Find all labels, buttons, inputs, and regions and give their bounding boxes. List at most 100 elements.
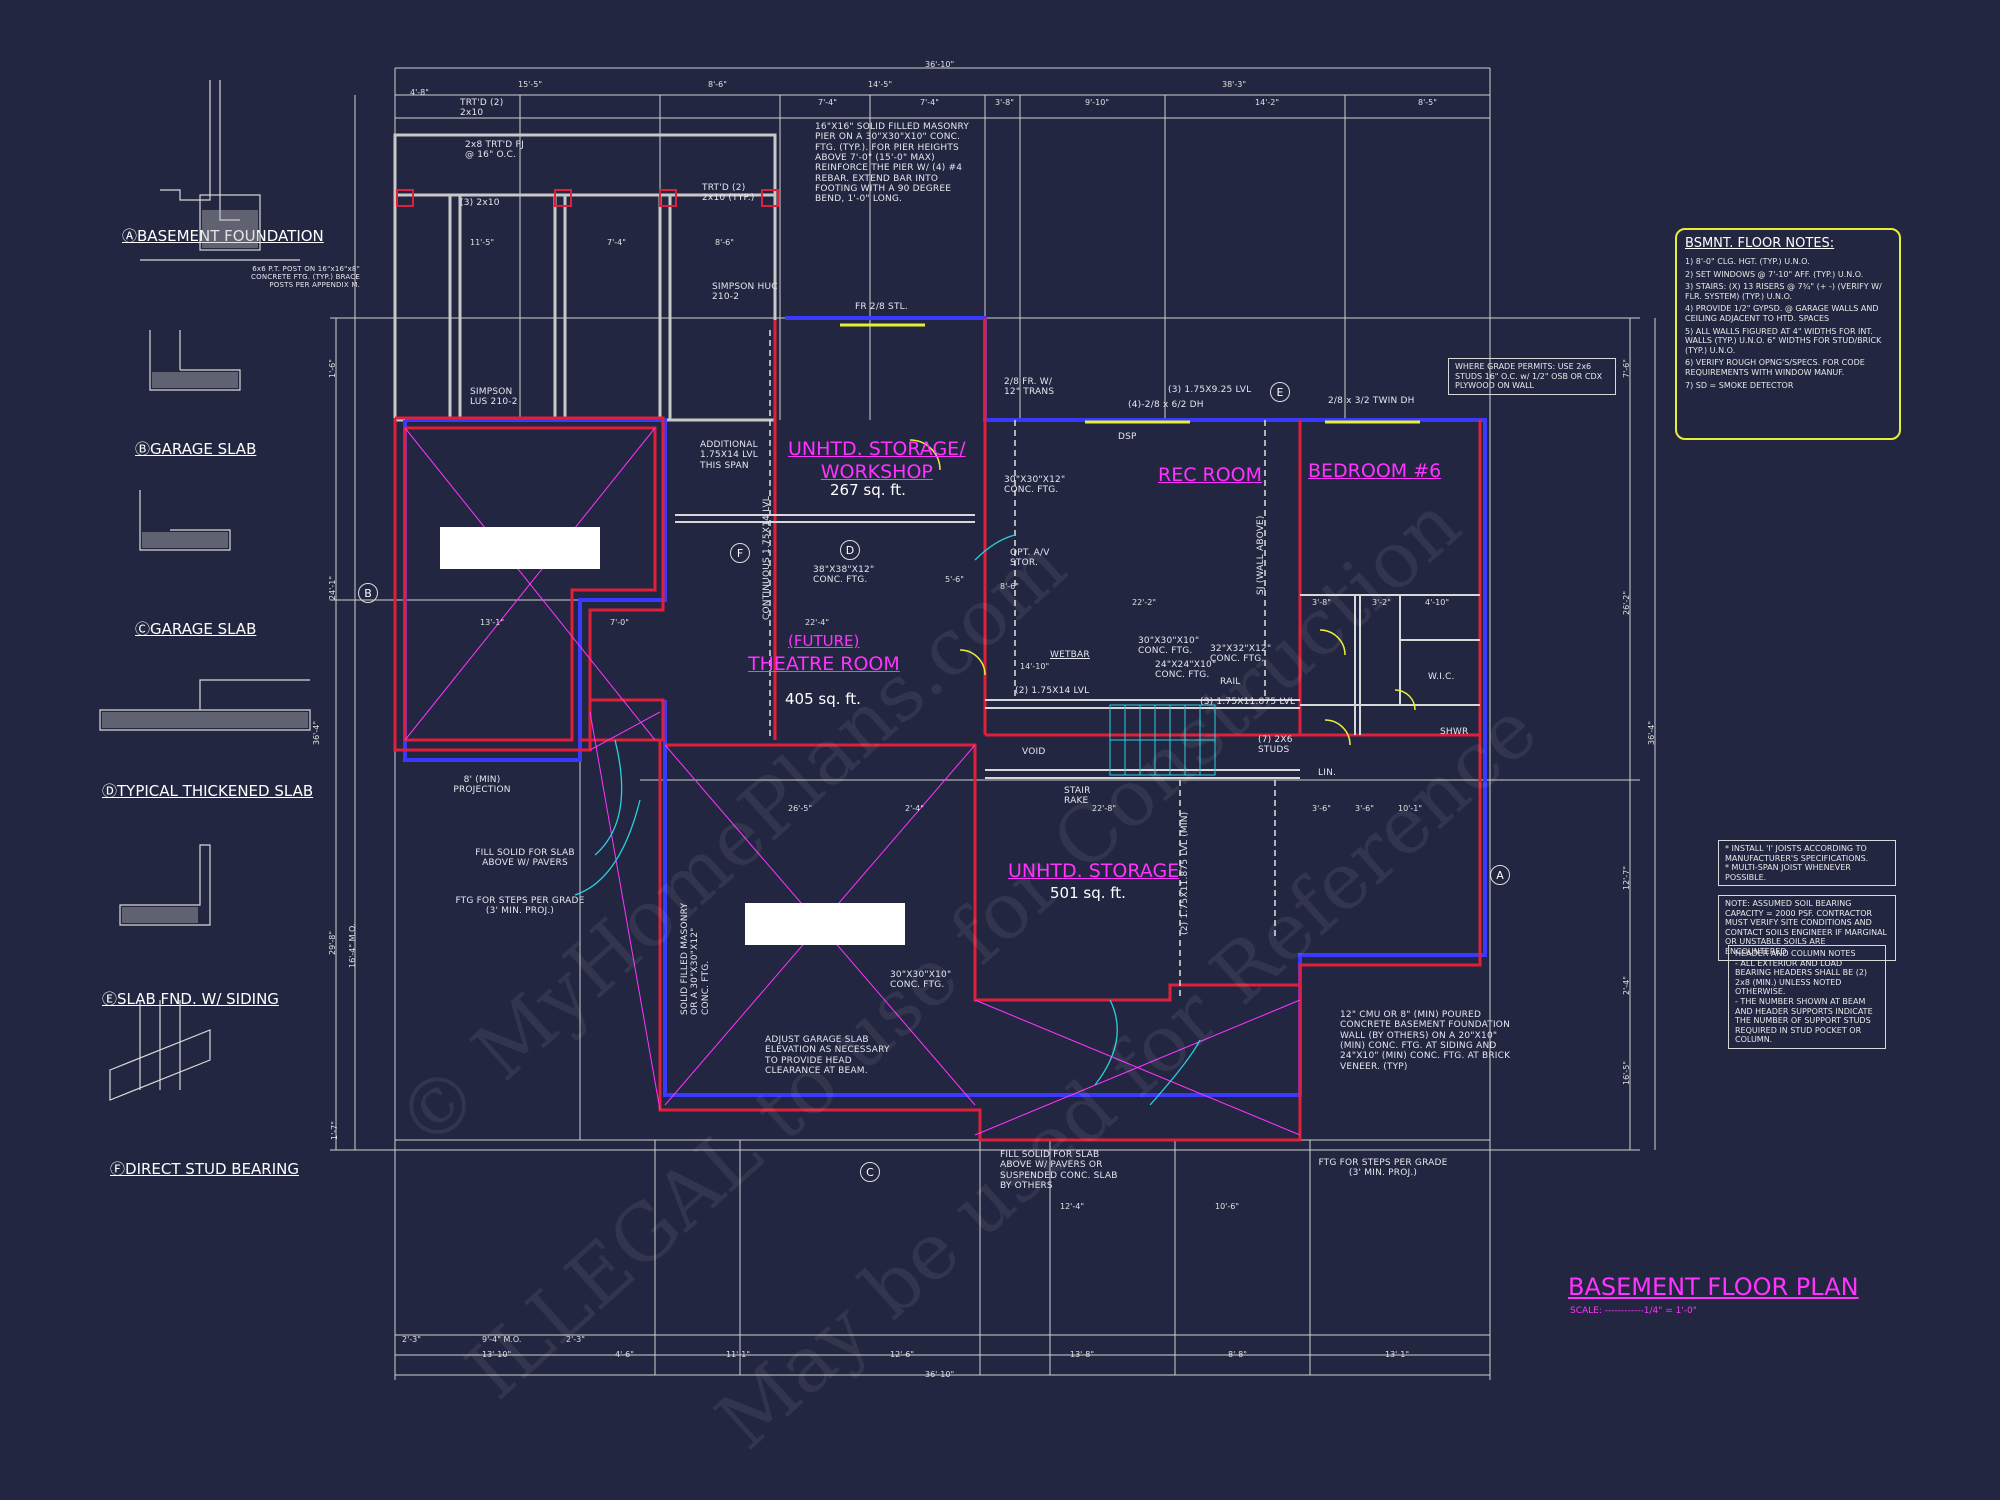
dim-right: 12'-7": [1622, 865, 1631, 890]
dim-right: 7'-6": [1622, 359, 1631, 378]
grid-bubble-e: E: [1270, 382, 1290, 402]
ftg-38-note: 38"X38"X12" CONC. FTG.: [813, 565, 875, 586]
sj-label: SJ (WALL ABOVE): [1256, 515, 1266, 595]
lvl-1: (3) 1.75X9.25 LVL: [1168, 385, 1252, 395]
dim-interior: 22'-4": [805, 618, 830, 627]
lvl-4: (2) 1.75X11.875 LVL (MIN): [1180, 811, 1190, 935]
dim-interior: 5'-6": [945, 575, 964, 584]
header-column-notes: HEADER AND COLUMN NOTES - ALL EXTERIOR A…: [1728, 945, 1886, 1049]
dsp-label: DSP: [1118, 432, 1137, 442]
ftg-32-note: 32"X32"X12" CONC. FTG.: [1210, 644, 1272, 665]
wic-label: W.I.C.: [1428, 672, 1455, 682]
note-item: 6) VERIFY ROUGH OPNG'S/SPECS. FOR CODE R…: [1685, 358, 1865, 377]
dim-bottom-5: 8'-8": [1228, 1350, 1247, 1359]
dim-interior: 12'-4": [1060, 1202, 1085, 1211]
room-theatre-area: 405 sq. ft.: [785, 690, 861, 708]
window-label-2: (4)-2/8 x 6/2 DH: [1128, 400, 1204, 410]
dim-bottom-2: 11'-1": [726, 1350, 751, 1359]
ftg-30c-note: 30"X30"X10" CONC. FTG.: [890, 970, 952, 991]
door-swings: [909, 439, 1416, 746]
dim-top-r2-3: 3'-8": [995, 98, 1014, 107]
lvl-3: (2) 1.75X14 LVL: [1015, 686, 1090, 696]
room-bedroom6: BEDROOM #6: [1308, 460, 1442, 482]
simpson-lus-note: SIMPSON LUS 210-2: [470, 387, 518, 408]
dim-interior: 3'-6": [1355, 804, 1374, 813]
dim-top-r2-4: 9'-10": [1085, 98, 1110, 107]
dim-left: 1'-7": [330, 1121, 339, 1140]
dim-interior: 8'-6": [715, 238, 734, 247]
dim-bottom-r2-4: 13'-10": [482, 1350, 512, 1359]
dim-left: 16'-4" M.O.: [348, 923, 357, 968]
room-rec-room: REC ROOM: [1158, 464, 1263, 486]
dim-bottom-overall: 36'-10": [925, 1370, 955, 1379]
pier-note: 16"X16" SOLID FILLED MASONRY PIER ON A 3…: [815, 122, 970, 205]
dim-interior: 10'-1": [1398, 804, 1423, 813]
dim-interior: 14'-10": [1020, 662, 1050, 671]
ftg-24-note: 24"X24"X10" CONC. FTG.: [1155, 660, 1217, 681]
dim-top-1: 4'-8": [410, 88, 429, 97]
ftg-30-note: 30"X30"X12" CONC. FTG.: [1004, 475, 1066, 496]
note-item: 2) SET WINDOWS @ 7'-10" AFF. (TYP.) U.N.…: [1685, 269, 1864, 279]
dim-interior: 2'-4": [905, 804, 924, 813]
dim-left: 1'-6": [328, 359, 337, 378]
trtd-label-3: TRT'D (2) 2x10 (TYP.): [702, 183, 755, 204]
window-label-3: 2/8 x 3/2 TWIN DH: [1328, 396, 1415, 406]
dim-interior: 3'-2": [1372, 598, 1391, 607]
detail-a-title: ⒶBASEMENT FOUNDATION: [122, 227, 324, 245]
dim-bottom-4: 13'-8": [1070, 1350, 1095, 1359]
detail-b-title: ⒷGARAGE SLAB: [135, 440, 257, 458]
shwr-label: SHWR: [1440, 727, 1469, 737]
studs-label: (7) 2X6 STUDS: [1258, 735, 1293, 756]
transom-label: 2/8 FR. W/ 12" TRANS: [1004, 377, 1055, 398]
dim-interior: 13'-1": [480, 618, 505, 627]
dim-interior: 26'-5": [788, 804, 813, 813]
stairs: [1109, 704, 1216, 776]
ftg-30b-note: 30"X30"X10" CONC. FTG.: [1138, 636, 1200, 657]
lin-label: LIN.: [1318, 768, 1337, 778]
stair-rake-label: STAIR RAKE: [1064, 786, 1091, 807]
dim-interior: 7'-0": [610, 618, 629, 627]
dim-interior: 10'-6": [1215, 1202, 1240, 1211]
dim-interior: 22'-8": [1092, 804, 1117, 813]
room-unhtd-storage-area: 501 sq. ft.: [1050, 884, 1126, 902]
wetbar-label: WETBAR: [1050, 650, 1090, 660]
projection-note: 8' (MIN) PROJECTION: [453, 775, 511, 796]
adjust-slab-note: ADJUST GARAGE SLAB ELEVATION AS NECESSAR…: [765, 1035, 890, 1077]
windows: [840, 323, 1420, 424]
opt-av-label: OPT. A/V STOR.: [1010, 548, 1050, 569]
dim-interior: 4'-10": [1425, 598, 1450, 607]
redacted-block-2: [745, 903, 905, 945]
dim-top-r2-2: 7'-4": [920, 98, 939, 107]
beams-dashed: [769, 330, 1276, 1000]
detail-d-title: ⒹTYPICAL THICKENED SLAB: [102, 782, 314, 800]
dim-top-r2-6: 8'-5": [1418, 98, 1437, 107]
trtd-label-2: 2x8 TRT'D PJ @ 16" O.C.: [465, 140, 524, 161]
detail-e-title: ⒺSLAB FND. W/ SIDING: [102, 990, 279, 1008]
room-storage-workshop-area: 267 sq. ft.: [830, 481, 906, 499]
dim-interior: 11'-5": [470, 238, 495, 247]
dim-interior: 22'-2": [1132, 598, 1157, 607]
room-storage-workshop: UNHTD. STORAGE/ WORKSHOP: [788, 438, 966, 483]
room-theatre: THEATRE ROOM: [748, 653, 900, 675]
continuous-lvl-label: CONTINUOUS 1.75X14 LVL: [762, 496, 772, 620]
dim-bottom-6: 13'-1": [1385, 1350, 1410, 1359]
lvl-2: (3) 1.75X11.875 LVL: [1200, 697, 1296, 707]
dim-right: 16'-5": [1622, 1060, 1631, 1085]
simpson-huc-note: SIMPSON HUC 210-2: [712, 282, 778, 303]
dim-left: 36'-4": [312, 720, 321, 745]
note-item: 4) PROVIDE 1/2" GYPSD. @ GARAGE WALLS AN…: [1685, 304, 1879, 323]
grid-bubble-c: C: [860, 1162, 880, 1182]
soil-note: NOTE: ASSUMED SOIL BEARING CAPACITY = 20…: [1718, 895, 1896, 961]
room-theatre-future: (FUTURE): [788, 632, 860, 650]
dim-top-4: 14'-5": [868, 80, 893, 89]
cyan-leaders: [574, 534, 1201, 1106]
dim-left: 24'-1": [328, 575, 337, 600]
dim-bottom-3: 12'-6": [890, 1350, 915, 1359]
dim-left: 29'-8": [328, 930, 337, 955]
note-item: 1) 8'-0" CLG. HGT. (TYP.) U.N.O.: [1685, 257, 1810, 266]
dim-top-3: 8'-6": [708, 80, 727, 89]
rail-label: RAIL: [1220, 677, 1241, 687]
ftg-steps-note-1: FTG FOR STEPS PER GRADE (3' MIN. PROJ.): [455, 896, 585, 917]
dim-interior: 8'-6": [1000, 582, 1019, 591]
note-item: 7) SD = SMOKE DETECTOR: [1685, 380, 1794, 390]
